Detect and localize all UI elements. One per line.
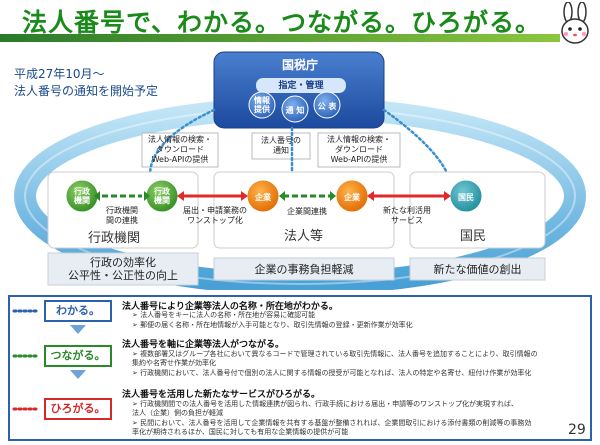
callout-left — [141, 132, 219, 168]
row2-bullet1: ➢ 複数部署又はグループ各社において異なるコードで管理されている取引先情報に、法… — [132, 350, 538, 358]
nta-title: 国税庁 — [281, 58, 318, 72]
row3-bullet3: ➢ 民間において、法人番号を活用して企業情報を共有する基盤が整備されれば、企業間… — [132, 419, 532, 427]
row2-bullet3: ➢ 行政機関において、法人番号付で個別の法人に関する情報の授受が可能となれば、法… — [132, 369, 532, 377]
corp-link-label: 企業間連携 — [287, 207, 327, 216]
rabbit-mascot-icon — [561, 2, 589, 44]
outcome-citizen-box — [409, 257, 546, 281]
publish-circle — [313, 91, 341, 119]
badge-wakaru: わかる。 — [44, 300, 112, 322]
page-number: 29 — [568, 422, 586, 438]
new-service-label: 新たな利活用 サービス — [383, 206, 431, 225]
notice-label: 通 知 — [285, 106, 305, 115]
diagram-graphics — [14, 51, 586, 290]
citizen-node-label: 国民 — [458, 193, 474, 202]
row3-bullet1: ➢ 行政機関間での法人番号を活用した情報連携が図られ、行政手続における届出・申請… — [132, 400, 519, 408]
down-arrow-2 — [70, 370, 86, 379]
callout-left-text: 法人情報の検索・ ダウンロード Web-APIの提供 — [148, 135, 212, 164]
gov-link-label: 行政機関 間の連携 — [106, 206, 138, 225]
dotted-arrow-left — [148, 108, 216, 177]
callout-middle-text: 法人番号の 通知 — [261, 136, 301, 155]
corp-node-2-label: 企業 — [344, 193, 360, 202]
corp-group-label: 法人等 — [284, 229, 324, 244]
row3-heading: 法人番号を活用した新たなサービスがひろがる。 — [122, 390, 321, 400]
callout-middle — [251, 132, 311, 160]
callout-right — [317, 132, 401, 168]
callout-right-text: 法人情報の検索・ ダウンロード Web-APIの提供 — [327, 135, 391, 164]
corp-node-1-label: 企業 — [255, 193, 271, 202]
gov-group-label: 行政機関 — [88, 231, 141, 246]
badge-hirogaru: ひろがる。 — [44, 398, 112, 420]
info-provide-circle — [248, 91, 276, 119]
publish-label: 公 表 — [317, 102, 337, 111]
nta-designation: 指定・管理 — [278, 81, 324, 91]
page-title: 法人番号で、わかる。つながる。ひろがる。 — [22, 8, 542, 37]
info-provide-label: 情報 提供 — [254, 96, 270, 114]
row3-bullet4: 率化が期待されるほか、国民に対しても有用な企業情報の提供が可能 — [132, 428, 349, 436]
badge-tsunagaru: つながる。 — [44, 345, 112, 367]
onestop-label: 届出・申請業務の ワンストップ化 — [183, 206, 247, 225]
down-arrow-1 — [70, 325, 86, 334]
notice-circle — [281, 95, 309, 123]
row2-heading: 法人番号を軸に企業等法人がつながる。 — [122, 340, 285, 350]
outcome-corp-text: 企業の事務負担軽減 — [254, 263, 354, 276]
gov-node-2-label: 行政 機関 — [154, 187, 170, 205]
header-underline — [0, 34, 560, 42]
schedule-note: 平成27年10月～ 法人番号の通知を開始予定 — [14, 66, 158, 100]
benefits-panel: わかる。 法人番号により企業等法人の名称・所在地がわかる。 ➢ 法人番号をキーに… — [8, 295, 592, 441]
outcome-gov-box — [47, 252, 199, 286]
outcome-corp-box — [213, 257, 395, 281]
row1-heading: 法人番号により企業等法人の名称・所在地がわかる。 — [122, 302, 338, 312]
row2-bullet2: 集約や名寄せ作業が効率化 — [132, 359, 216, 367]
corporate-number-diagram: 国税庁 指定・管理 情報 提供 通 知 公 表 法人情報の検索・ ダウンロード … — [14, 51, 586, 290]
citizen-group-label: 国民 — [460, 229, 487, 244]
row1-bullet1: ➢ 法人番号をキーに法人の名称・所在地が容易に確認可能 — [132, 311, 316, 319]
page-header: 法人番号で、わかる。つながる。ひろがる。 — [0, 0, 600, 44]
outcome-gov-text: 行政の効率化 公平性・公正性の向上 — [68, 256, 178, 282]
gov-node-1-label: 行政 機関 — [74, 187, 90, 205]
row3-bullet2: 法人（企業）側の負担が軽減 — [132, 409, 223, 417]
benefits-graphics — [12, 309, 86, 411]
row1-bullet2: ➢ 郵便の届く名称・所在地情報が入手可能となり、取引先情報の登録・更新作業が効率… — [132, 321, 413, 329]
schedule-note-line1: 平成27年10月～ — [14, 67, 105, 81]
citizen-group-box — [409, 171, 546, 249]
schedule-note-line2: 法人番号の通知を開始予定 — [14, 84, 159, 98]
outcome-citizen-text: 新たな価値の創出 — [433, 263, 522, 276]
